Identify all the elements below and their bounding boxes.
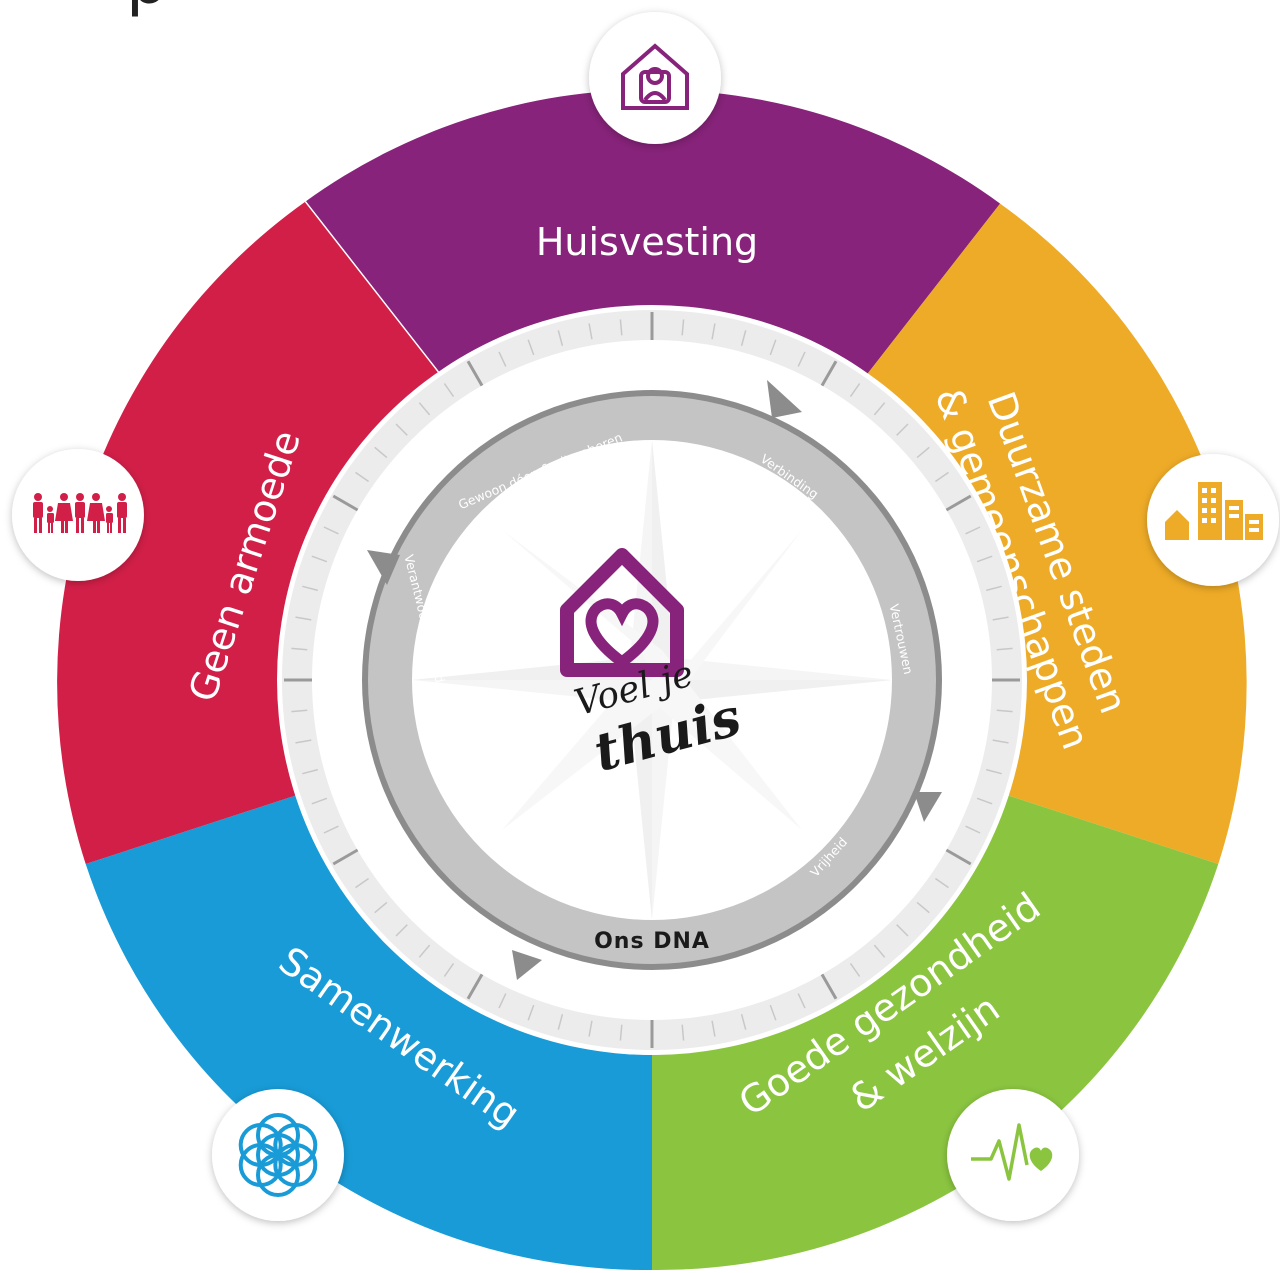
tick-mark	[466, 973, 484, 1000]
segment-samenwerking	[85, 793, 652, 1271]
tick-mark	[443, 962, 455, 977]
tick-mark	[302, 585, 318, 592]
tick-mark	[291, 647, 308, 651]
tick-mark	[395, 423, 408, 436]
tick-mark	[323, 526, 339, 535]
segment-dividers	[304, 201, 440, 374]
tick-mark	[976, 555, 993, 563]
tick-mark	[355, 471, 370, 483]
tick-mark	[527, 339, 535, 356]
segment-goede-gezondheid	[652, 793, 1219, 1271]
tick-mark	[588, 323, 593, 340]
flower-of-life-icon	[238, 1113, 318, 1197]
tick-mark	[295, 739, 312, 744]
tick-mark	[619, 1024, 623, 1041]
brand-logo	[560, 548, 684, 677]
tick-mark	[740, 330, 747, 346]
ring-arrow-left	[367, 550, 400, 585]
compass-star	[412, 440, 892, 920]
tick-mark	[820, 973, 838, 1000]
tick-mark	[311, 555, 328, 563]
tick-mark	[374, 446, 388, 459]
ring-arrow-top	[767, 380, 802, 418]
ring-arrow-bottom	[512, 950, 542, 980]
family-icon	[33, 493, 127, 533]
tick-mark	[374, 901, 388, 914]
tick-mark	[945, 494, 972, 512]
tick-mark	[557, 1014, 564, 1030]
tick-mark	[498, 993, 507, 1009]
tick-mark	[498, 351, 507, 367]
tick-mark	[740, 1014, 747, 1030]
tick-mark	[797, 351, 806, 367]
tick-mark	[769, 339, 777, 356]
tick-mark	[965, 526, 981, 535]
heartbeat-icon	[971, 1123, 1053, 1181]
ring-arrows	[367, 380, 942, 980]
tick-mark	[466, 360, 484, 387]
segment-huisvesting	[305, 89, 1001, 375]
tick-mark	[681, 319, 685, 336]
icon-circle-heartbeat	[947, 1089, 1079, 1221]
tick-mark	[965, 825, 981, 834]
partial-heading-letter: p	[126, 0, 168, 19]
segment-duurzame-steden	[866, 203, 1247, 865]
tick-mark	[945, 848, 972, 866]
tick-mark	[311, 797, 328, 805]
tick-mark	[916, 901, 930, 914]
tick-mark	[291, 709, 308, 713]
tick-marks	[284, 312, 1020, 1048]
brand-house-icon	[560, 548, 684, 677]
tick-mark	[916, 446, 930, 459]
label-huisvesting: Huisvesting	[536, 220, 758, 264]
tick-mark	[986, 768, 1002, 775]
tick-mark	[332, 494, 359, 512]
tick-mark	[418, 944, 431, 958]
dna-title: Ons DNA	[594, 929, 710, 954]
tick-mark	[996, 647, 1013, 651]
tick-mark	[849, 383, 861, 398]
tick-mark	[873, 402, 886, 416]
tick-mark	[302, 768, 318, 775]
icon-circle-house	[589, 12, 721, 144]
segment-geen-armoede	[57, 201, 440, 865]
tick-mark	[996, 709, 1013, 713]
tick-mark	[896, 924, 909, 937]
icon-circle-family	[12, 449, 144, 581]
tick-mark	[557, 330, 564, 346]
tick-mark	[418, 402, 431, 416]
tick-mark	[588, 1020, 593, 1037]
tick-mark	[443, 383, 455, 398]
icon-circle-city	[1147, 454, 1279, 586]
tick-mark	[934, 471, 949, 483]
tick-mark	[323, 825, 339, 834]
city-buildings-icon	[1165, 482, 1263, 540]
tick-mark	[332, 848, 359, 866]
tick-mark	[896, 423, 909, 436]
tick-mark	[797, 993, 806, 1009]
tick-mark	[711, 323, 716, 340]
tick-mark	[986, 585, 1002, 592]
tick-mark	[934, 877, 949, 889]
ring-arrow-right	[914, 792, 942, 822]
tick-mark	[681, 1024, 685, 1041]
tick-mark	[820, 360, 838, 387]
tick-mark	[769, 1004, 777, 1021]
tick-mark	[295, 616, 312, 621]
tick-mark	[976, 797, 993, 805]
tick-mark	[395, 924, 408, 937]
icon-circle-flower	[212, 1089, 344, 1221]
tick-mark	[619, 319, 623, 336]
tick-mark	[711, 1020, 716, 1037]
tick-mark	[992, 616, 1009, 621]
house-person-icon	[621, 43, 689, 110]
tick-mark	[873, 944, 886, 958]
brand-heart-icon	[585, 598, 659, 669]
tick-mark	[527, 1004, 535, 1021]
tick-mark	[355, 877, 370, 889]
tick-mark	[992, 739, 1009, 744]
tick-mark	[849, 962, 861, 977]
